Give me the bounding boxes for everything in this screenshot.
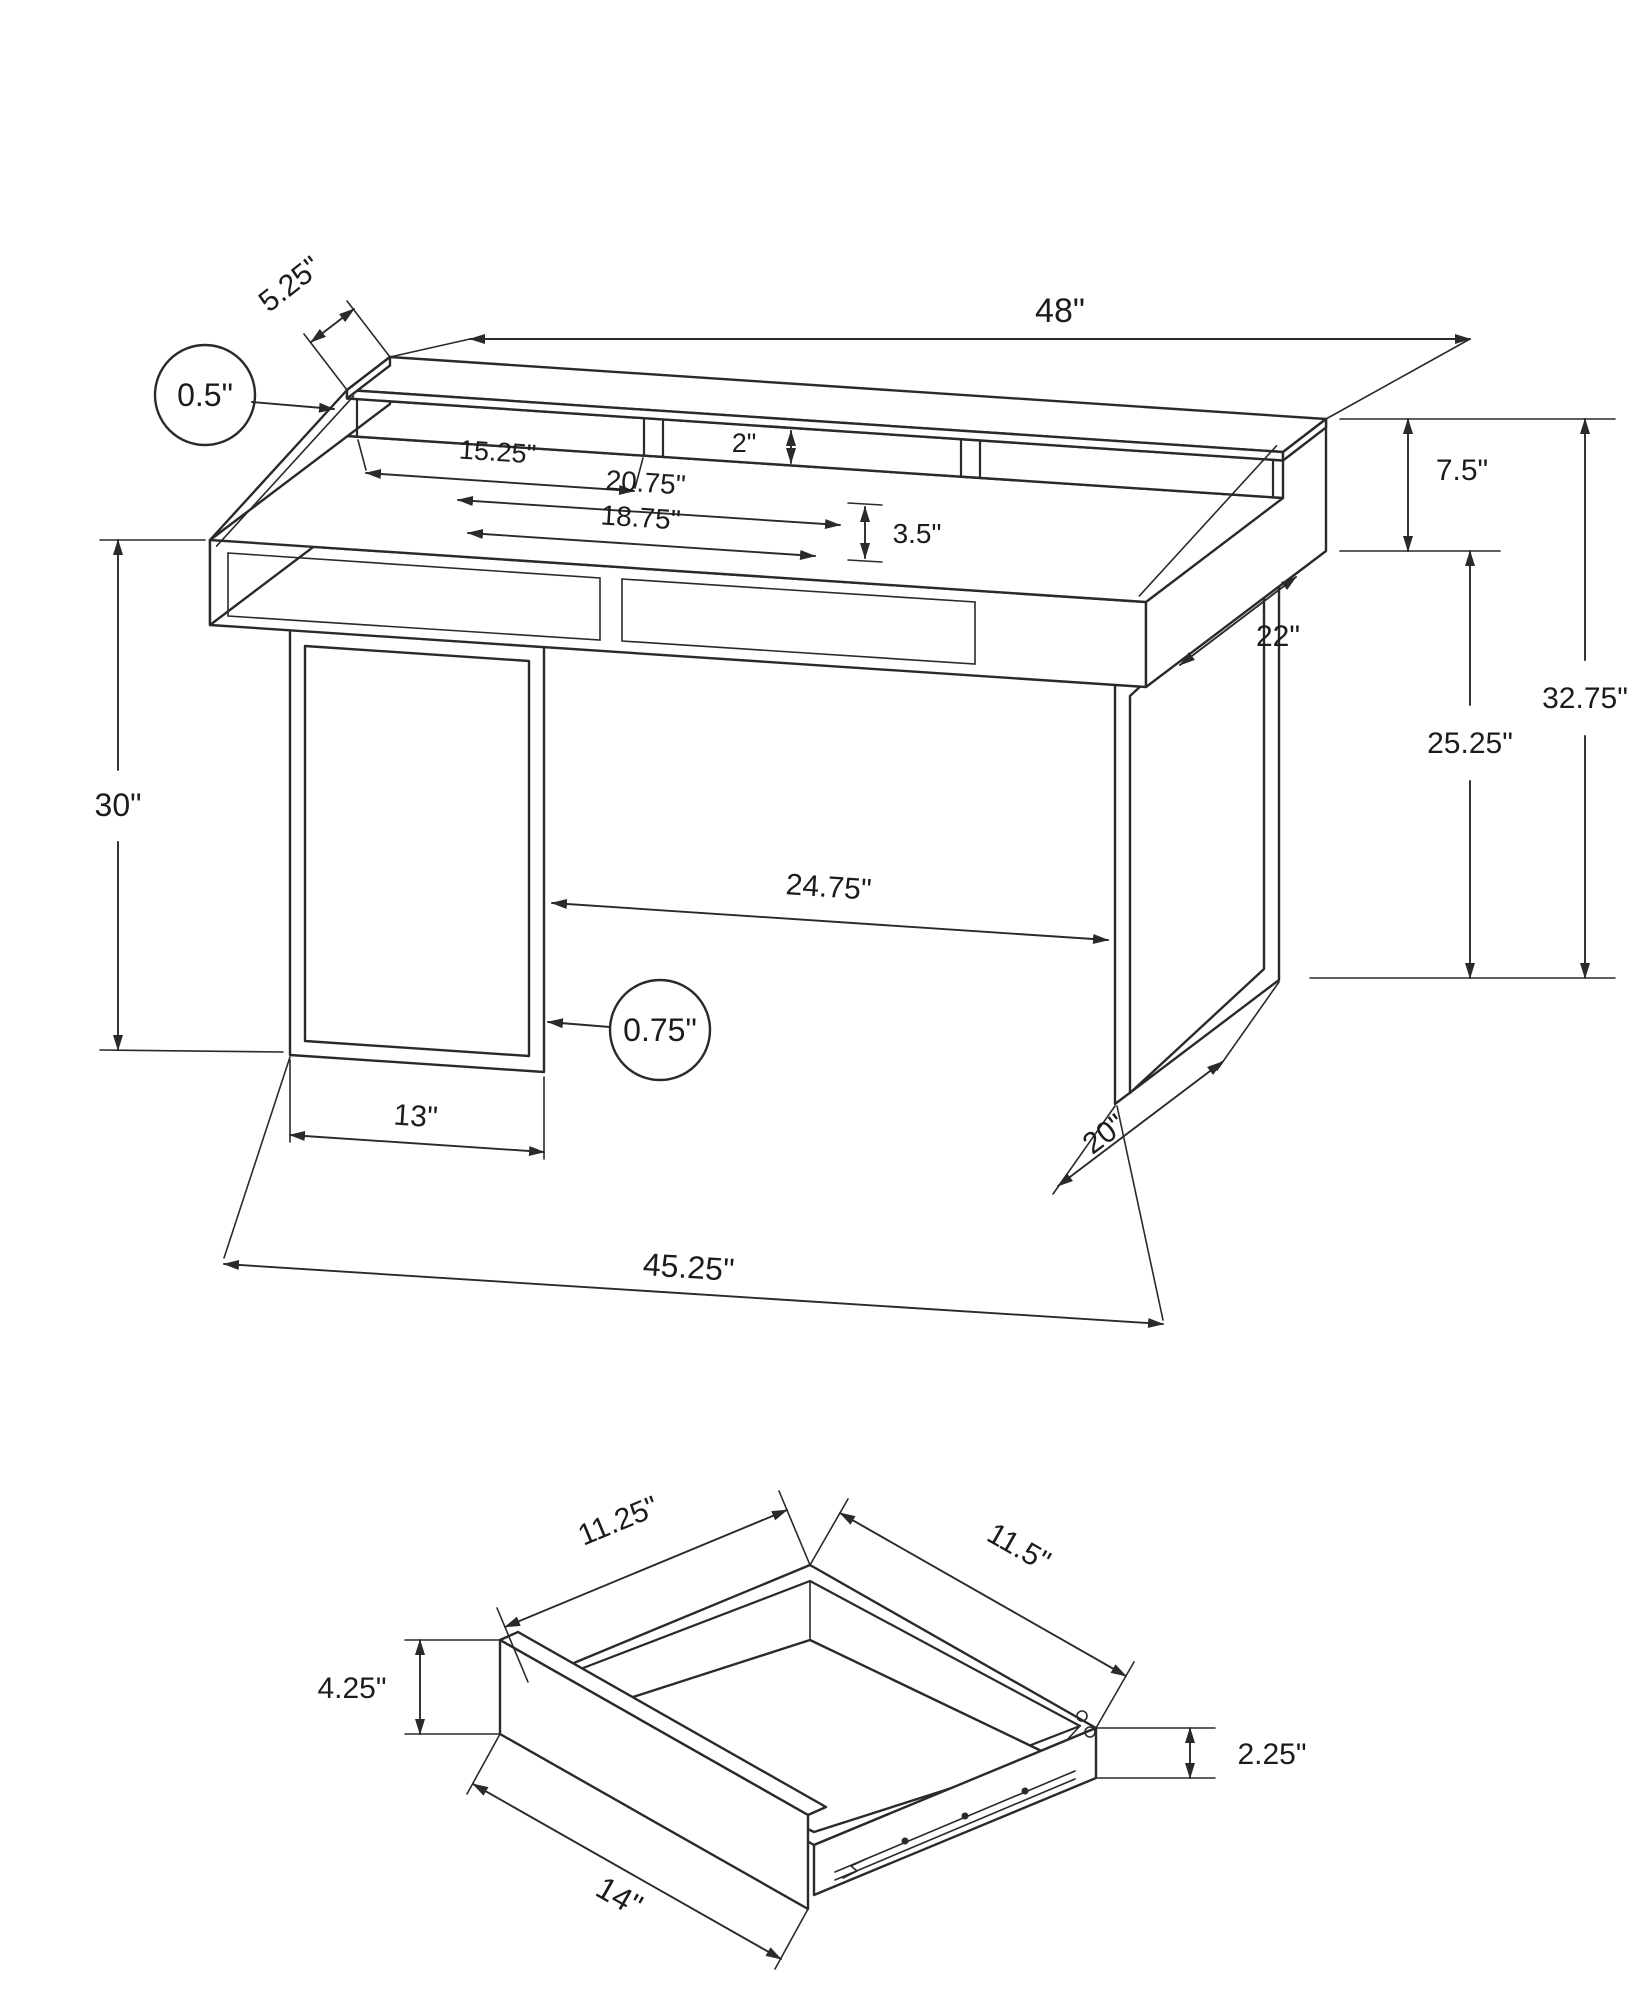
dim-label-drawer-opening-height: 3.5" bbox=[893, 518, 942, 549]
left-leg bbox=[288, 628, 546, 1074]
hutch-top-left-end bbox=[345, 355, 392, 400]
dim-cubby-width: 15.25" bbox=[357, 434, 644, 495]
dim-left-leg-foot: 13" bbox=[289, 1059, 545, 1160]
drawer-view: 11.25" 11.5" 4.25" 2.25" 14" bbox=[317, 1490, 1307, 1970]
dim-label-cubby-gap-height: 2" bbox=[732, 428, 757, 458]
dim-drawer-opening-height: 3.5" bbox=[847, 502, 942, 563]
drawer-slide-rail bbox=[834, 1710, 1096, 1881]
dim-label-drawer-opening-width: 18.75" bbox=[600, 499, 682, 535]
dim-label-leg-span: 24.75" bbox=[785, 868, 873, 907]
rail-rivet bbox=[961, 1812, 969, 1820]
dim-top-width: 48" bbox=[389, 292, 1471, 420]
dim-label-left-leg-foot: 13" bbox=[393, 1099, 439, 1135]
dim-label-desk-depth: 22" bbox=[1256, 620, 1300, 653]
dim-underside-clearance: 25.25" bbox=[1427, 550, 1513, 979]
slide-rail-latch bbox=[842, 1858, 867, 1879]
dim-label-cubby-width: 15.25" bbox=[458, 434, 537, 469]
dim-label-base-width: 45.25" bbox=[642, 1246, 736, 1288]
right-angled-edge-thickness bbox=[1138, 445, 1278, 597]
dim-label-leg-tube-thickness: 0.75" bbox=[623, 1012, 697, 1048]
dim-label-shelf-top-thickness: 0.5" bbox=[177, 377, 233, 413]
dim-total-height: 32.75" bbox=[1309, 418, 1628, 979]
screw-hole bbox=[1084, 1726, 1096, 1738]
note-shelf-top-thickness: 0.5" bbox=[153, 343, 335, 447]
dim-label-drawer-back-width: 11.5" bbox=[981, 1517, 1055, 1579]
callout-circle bbox=[153, 343, 257, 447]
dim-base-width: 45.25" bbox=[223, 1056, 1164, 1329]
note-leg-tube-thickness: 0.75" bbox=[547, 978, 712, 1082]
dim-label-hutch-height: 7.5" bbox=[1436, 454, 1488, 487]
right-leg bbox=[1113, 559, 1281, 1106]
desk-view: 48" 5.25" 0.5" 15.25" 2" 20.75" bbox=[95, 250, 1628, 1329]
dim-label-desktop-height: 30" bbox=[95, 787, 142, 823]
dim-desktop-height: 30" bbox=[95, 539, 284, 1053]
dim-label-top-width: 48" bbox=[1035, 292, 1085, 330]
dim-label-drawer-side-height: 2.25" bbox=[1237, 1738, 1306, 1771]
dim-hutch-height: 7.5" bbox=[1339, 418, 1616, 552]
dim-drawer-side-height: 2.25" bbox=[1095, 1727, 1307, 1779]
hutch-cubby-dividers bbox=[355, 398, 1275, 499]
left-leg-inner-cutout bbox=[303, 644, 531, 1058]
rail-rivet bbox=[901, 1837, 909, 1845]
rail-rivet bbox=[1021, 1787, 1029, 1795]
dim-leg-span: 24.75" bbox=[551, 868, 1109, 944]
dim-label-shelf-depth: 5.25" bbox=[253, 250, 328, 319]
dim-drawer-front-width: 20.75" bbox=[457, 464, 841, 530]
dim-cubby-gap-height: 2" bbox=[732, 425, 813, 468]
drawer-box bbox=[498, 1563, 1098, 1911]
dim-drawer-front-height: 4.25" bbox=[317, 1639, 501, 1735]
dim-label-drawer-front-width: 14" bbox=[590, 1869, 649, 1923]
dim-label-total-height: 32.75" bbox=[1542, 682, 1628, 715]
dim-label-drawer-front-height: 4.25" bbox=[317, 1672, 386, 1705]
dim-shelf-depth: 5.25" bbox=[253, 250, 391, 391]
drawer-front-seams bbox=[227, 552, 976, 665]
dim-label-drawer-front-width: 20.75" bbox=[605, 464, 687, 500]
dim-label-drawer-side-depth: 11.25" bbox=[573, 1490, 663, 1552]
left-angled-edge-thickness bbox=[215, 395, 355, 547]
hutch-top-right-end bbox=[1281, 417, 1328, 462]
screw-hole bbox=[1076, 1710, 1088, 1722]
callout-circle bbox=[608, 978, 712, 1082]
dim-drawer-opening-width: 18.75" bbox=[467, 499, 816, 560]
dim-label-underside-clearance: 25.25" bbox=[1427, 727, 1513, 760]
dim-desk-depth: 22" bbox=[1179, 576, 1300, 666]
